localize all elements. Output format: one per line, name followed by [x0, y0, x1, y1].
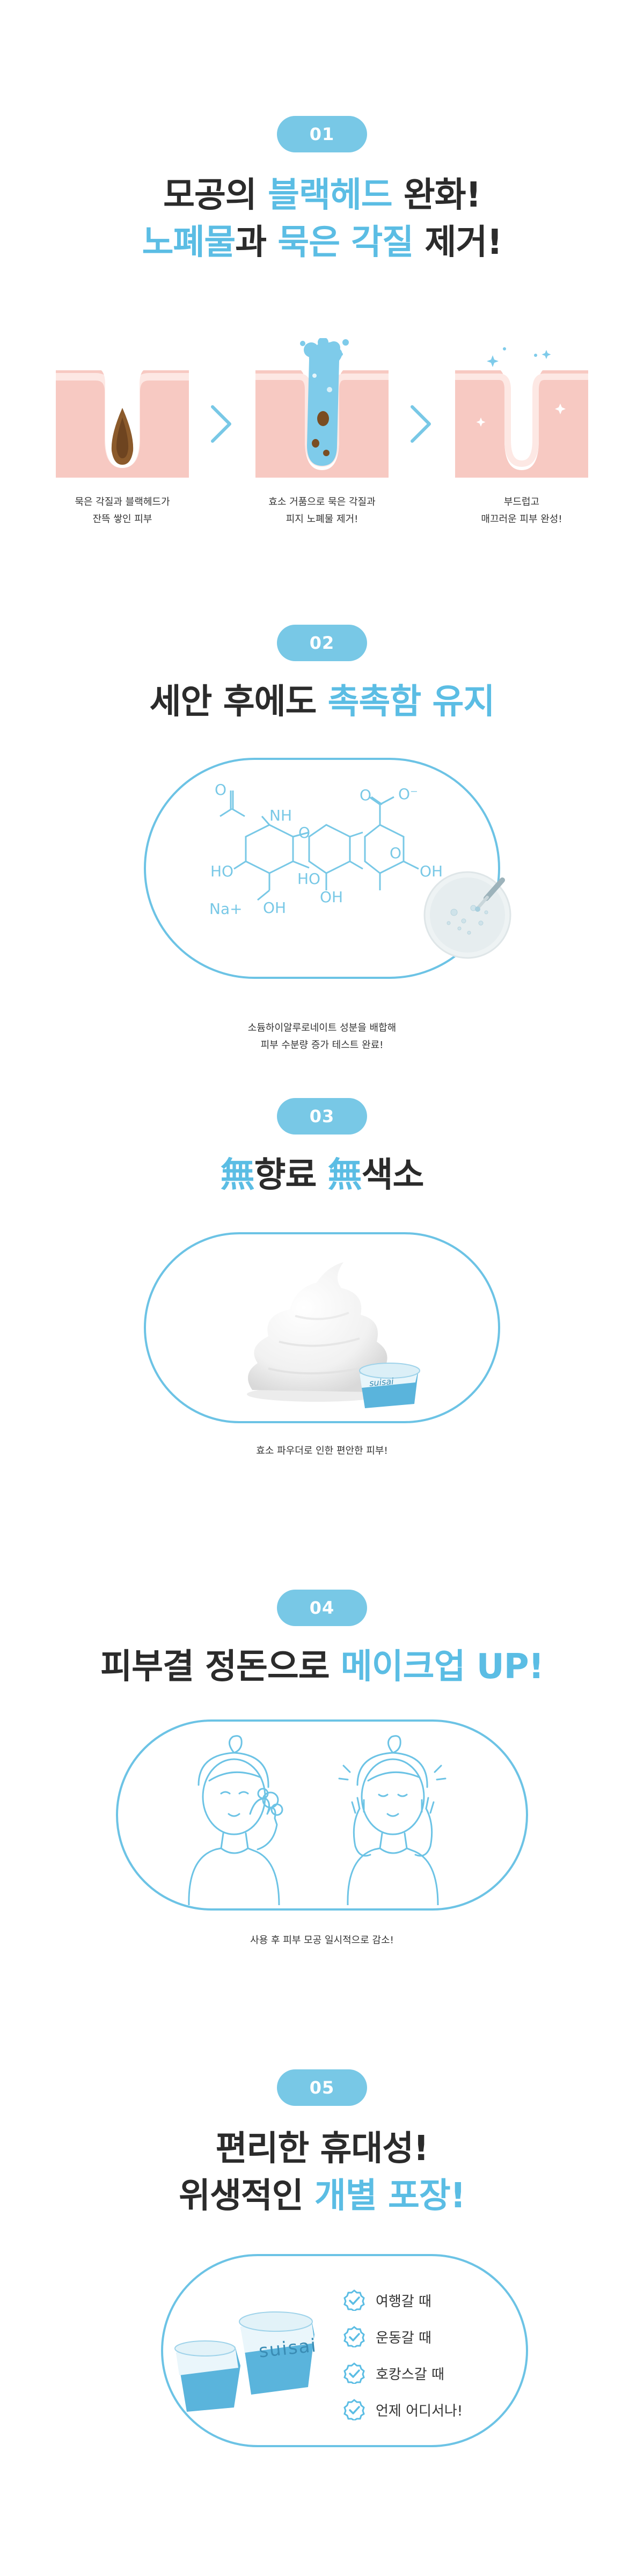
section-fragrance-free: 03 無향료 無색소 suisai 효소 파우더로 인한 편안한 피부!	[0, 1073, 644, 1529]
section-moisture: 02 세안 후에도 촉촉함 유지 NH O O	[0, 590, 644, 1073]
checklist-item: 호캉스갈 때	[343, 2362, 444, 2384]
step-caption: 효소 거품으로 묵은 각질과 피지 노폐물 제거!	[268, 496, 376, 525]
serum-texture-image	[423, 871, 511, 959]
section-caption: 사용 후 피부 모공 일시적으로 감소!	[250, 1935, 394, 1946]
section-blackhead: 01 모공의 블랙헤드 완화! 노폐물과 묵은 각질 제거!	[0, 0, 644, 590]
blackhead-pore-illustration	[56, 370, 189, 478]
chevron-right-icon	[411, 405, 431, 443]
section-number-badge: 05	[277, 2069, 367, 2106]
check-badge-icon	[343, 2326, 365, 2347]
title-text: 제거!	[413, 223, 502, 262]
hyaluronate-molecule-diagram	[219, 791, 419, 901]
checklist-item: 여행갈 때	[343, 2289, 431, 2311]
step-caption: 묵은 각질과 블랙헤드가 잔뜩 쌓인 피부	[75, 496, 170, 525]
section-title: 편리한 휴대성! 위생적인 개별 포장!	[179, 2129, 466, 2216]
section-title: 모공의 블랙헤드 완화! 노폐물과 묵은 각질 제거!	[0, 172, 644, 266]
checklist-item: 언제 어디서나!	[343, 2399, 463, 2420]
illustration-frame	[116, 1719, 528, 1911]
title-text: 완화!	[392, 175, 481, 215]
title-highlight: 블랙헤드	[268, 175, 393, 215]
molecule-labels: NH O O O⁻ O O HO HO OH OH OH Na+	[209, 781, 443, 918]
title-text: 과	[235, 223, 278, 262]
section-number-badge: 03	[277, 1098, 367, 1135]
individual-capsules-image	[174, 2311, 314, 2412]
title-highlight: 노폐물	[142, 223, 236, 262]
title-text: 모공의	[163, 175, 268, 215]
foam-whip-image	[247, 1262, 388, 1402]
section-number-badge: 04	[277, 1590, 367, 1626]
face-washing-illustration	[188, 1735, 447, 1905]
section-title: 세안 후에도 촉촉함 유지	[149, 682, 495, 722]
section-caption: 소듐하이알루로네이트 성분을 배합해 피부 수분량 증가 테스트 완료!	[247, 1022, 397, 1051]
step-caption: 부드럽고 매끄러운 피부 완성!	[481, 496, 562, 525]
checklist-item: 운동갈 때	[343, 2326, 431, 2347]
section-number-badge: 01	[277, 116, 367, 152]
check-badge-icon	[343, 2399, 365, 2420]
section-portability: 05 편리한 휴대성! 위생적인 개별 포장! suisai 여행갈 때	[0, 2039, 644, 2576]
section-caption: 효소 파우더로 인한 편안한 피부!	[256, 1445, 388, 1457]
check-badge-icon	[343, 2362, 365, 2384]
section-makeup: 04 피부결 정돈으로 메이크업 UP!	[0, 1529, 644, 2039]
check-badge-icon	[343, 2289, 365, 2311]
powder-cup-image	[359, 1363, 420, 1408]
clean-pore-illustration	[455, 347, 588, 478]
chevron-right-icon	[211, 405, 231, 443]
title-highlight: 묵은 각질	[277, 223, 414, 262]
section-number-badge: 02	[277, 625, 367, 661]
section-title: 피부결 정돈으로 메이크업 UP!	[100, 1647, 544, 1687]
foam-cleansing-pore-illustration	[255, 338, 389, 478]
product-brand-label: suisai	[369, 1376, 394, 1388]
section-title: 無향료 無색소	[220, 1155, 425, 1195]
